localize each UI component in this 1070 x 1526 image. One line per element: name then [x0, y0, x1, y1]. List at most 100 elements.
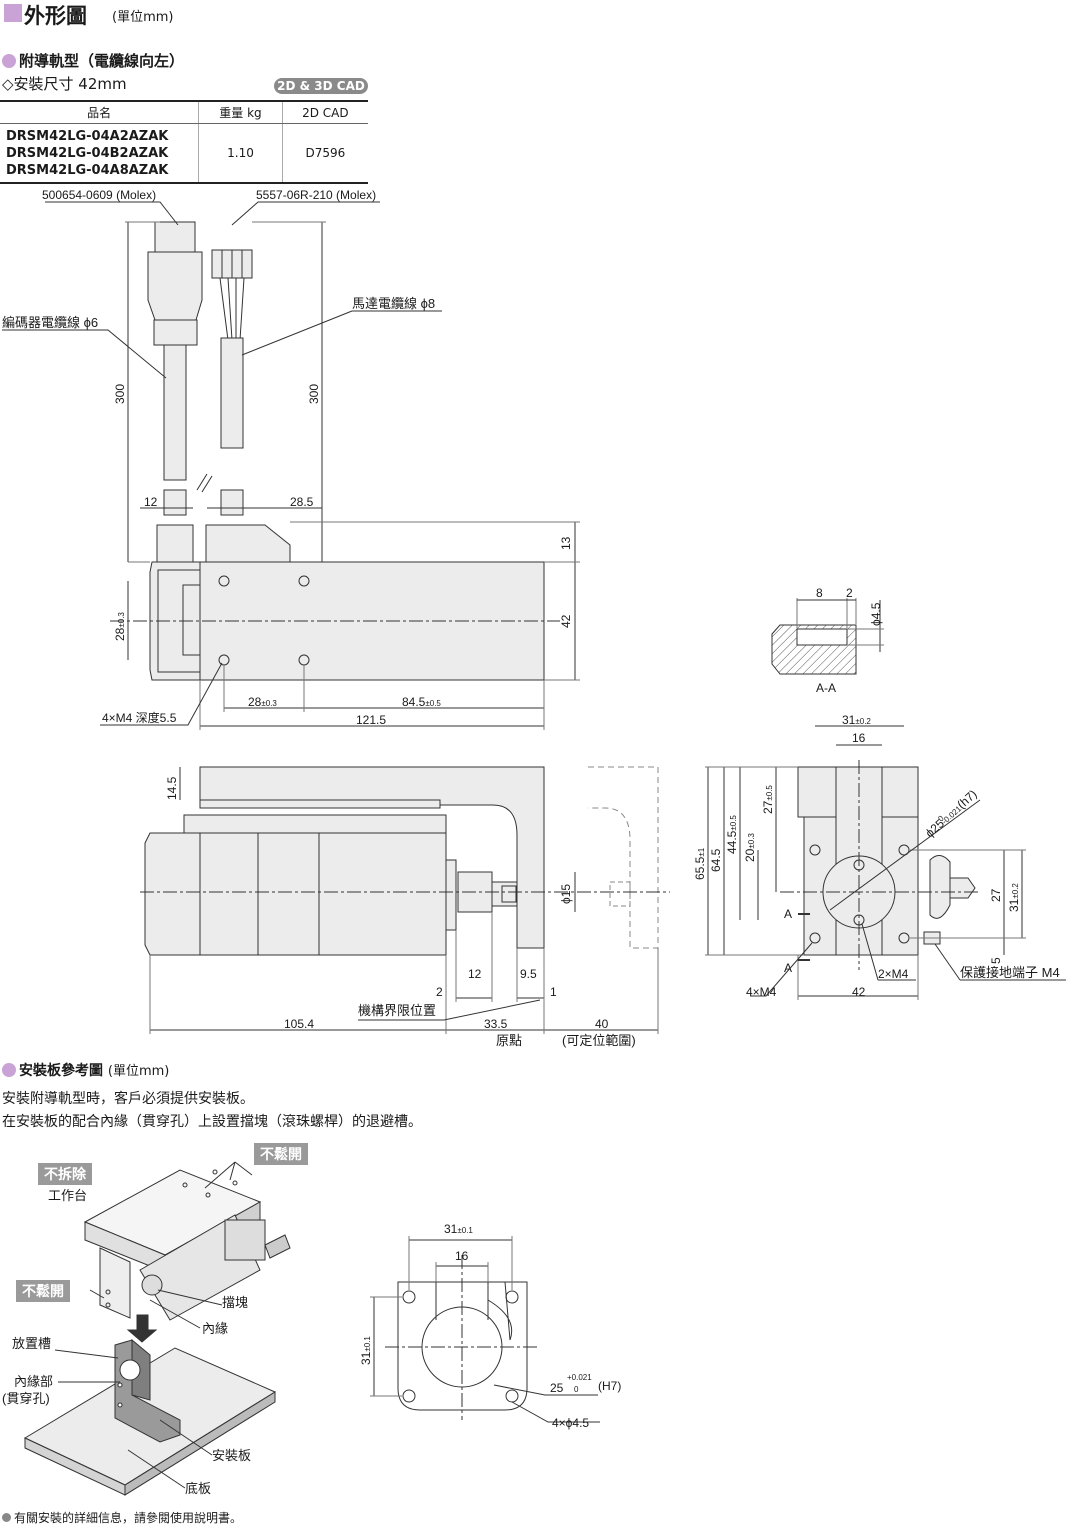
- dim-12: 12: [144, 495, 158, 509]
- mech-limit-label: 機構界限位置: [358, 1003, 436, 1018]
- inner-edge-label: 內緣: [202, 1321, 228, 1336]
- connector-right-label: 5557-06R-210 (Molex): [256, 188, 376, 202]
- front-view: [705, 725, 1066, 1000]
- front-dim-phi25-upper-tol: 0: [936, 813, 946, 823]
- aa-dim-phi: ϕ4.5: [869, 602, 883, 626]
- table-header-row: 品名 重量 kg 2D CAD: [0, 100, 368, 124]
- dim-28-5: 28.5: [290, 495, 314, 509]
- mount-size: ◇安裝尺寸 42mm: [2, 75, 127, 93]
- front-4xm4: 4×M4: [746, 985, 777, 999]
- plate-dim-25-upper-tol: +0.021: [567, 1373, 592, 1382]
- side-dim-phi15: ϕ15: [559, 884, 573, 904]
- model-name: DRSM42LG-04A2AZAK: [6, 128, 169, 144]
- connector-left: [154, 221, 196, 253]
- encoder-cable: [163, 344, 187, 481]
- page-unit: (單位mm): [112, 10, 174, 25]
- model-cell: DRSM42LG-04A2AZAK DRSM42LG-04B2AZAK DRSM…: [0, 123, 200, 184]
- side-dim-9-5: 9.5: [520, 967, 537, 981]
- dim-28-bottom: 28±0.3: [248, 695, 277, 709]
- dim-121-5: 121.5: [356, 713, 386, 727]
- side-dim-2: 2: [436, 985, 443, 999]
- plate-section-title-text: 安裝板參考圖: [19, 1063, 103, 1079]
- worktable-label: 工作台: [48, 1188, 87, 1203]
- aa-dim-8: 8: [816, 586, 823, 600]
- plate-section-title: 安裝板參考圖 (單位mm): [2, 1060, 169, 1080]
- dim-28-left: 28±0.3: [113, 612, 127, 641]
- plate-dim-31: 31±0.1: [444, 1222, 473, 1236]
- base-label: 底板: [185, 1481, 211, 1496]
- model-name: DRSM42LG-04A8AZAK: [6, 162, 169, 178]
- bullet-dot-icon: [2, 54, 16, 68]
- col-header-model: 品名: [0, 100, 200, 124]
- section-title: 附導軌型（電纜線向左）: [2, 50, 184, 71]
- front-dim-20: 20±0.3: [743, 833, 757, 862]
- dim-84-5: 84.5±0.5: [402, 695, 441, 709]
- side-dim-40: 40: [595, 1017, 609, 1031]
- mount-illustration: [23, 1161, 291, 1496]
- slot-label: 放置槽: [12, 1336, 51, 1351]
- front-dim-65-5: 65.5±1: [693, 847, 707, 880]
- cad-cell[interactable]: D7596: [282, 123, 368, 184]
- tag-no-remove: 不拆除: [38, 1163, 92, 1185]
- plate-note-2: 在安裝板的配合內緣（貫穿孔）上設置擋塊（滾珠螺桿）的退避槽。: [2, 1114, 422, 1130]
- range-label: (可定位範圍): [562, 1033, 636, 1048]
- top-view: [2, 201, 580, 730]
- dim-13: 13: [559, 536, 573, 550]
- connector-left-housing: [147, 251, 203, 321]
- tag-no-loosen-left: 不鬆開: [16, 1280, 70, 1302]
- origin-label: 原點: [496, 1033, 522, 1048]
- plate-section-unit: (單位mm): [107, 1064, 170, 1079]
- footer-note: 有關安裝的詳細信息，請參閱使用說明書。: [2, 1509, 242, 1526]
- side-dim-1: 1: [550, 985, 557, 999]
- front-dim-31-right: 31±0.2: [1007, 883, 1021, 912]
- front-dim-31: 31±0.2: [842, 713, 871, 727]
- front-dim-44-5: 44.5±0.5: [725, 815, 739, 854]
- footer-note-text: 有關安裝的詳細信息，請參閱使用說明書。: [14, 1511, 243, 1525]
- front-dim-42: 42: [852, 985, 866, 999]
- connector-left-label: 500654-0609 (Molex): [42, 188, 156, 202]
- dim-cable-right: 300: [307, 384, 321, 404]
- tap-label: 4×M4 深度5.5: [102, 710, 177, 725]
- header-accent-square: [4, 4, 22, 22]
- aa-dim-2: 2: [846, 586, 853, 600]
- front-dim-64-5: 64.5: [709, 848, 723, 872]
- front-dim-5: 5: [989, 957, 1003, 964]
- mount-plate-drawing: [370, 1236, 600, 1423]
- plate-dim-h7: (H7): [598, 1379, 621, 1393]
- section-mark-a-top: A: [784, 907, 792, 921]
- page-title: 外形圖: [24, 4, 87, 28]
- stopper-label: 擋塊: [222, 1295, 248, 1310]
- through-hole-label: (貫穿孔): [2, 1391, 50, 1406]
- side-view: [140, 766, 670, 1034]
- dim-42: 42: [559, 614, 573, 628]
- motor-cable-label: 馬達電纜線 ϕ8: [352, 296, 435, 311]
- section-aa: [771, 598, 884, 675]
- inner-part-label: 內緣部: [14, 1374, 53, 1389]
- cad-badge[interactable]: 2D & 3D CAD: [274, 78, 368, 94]
- table-row: DRSM42LG-04A2AZAK DRSM42LG-04B2AZAK DRSM…: [0, 123, 368, 184]
- bullet-dot-icon: [2, 1063, 16, 1077]
- plate-dim-31-v: 31±0.1: [359, 1336, 373, 1365]
- footer-bullet-icon: [2, 1513, 11, 1522]
- front-dim-phi25: ϕ25-0.021(h7): [923, 787, 980, 840]
- col-header-cad: 2D CAD: [282, 100, 368, 124]
- side-dim-12: 12: [468, 967, 482, 981]
- side-dim-105-4: 105.4: [284, 1017, 314, 1031]
- side-dim-33-5: 33.5: [484, 1017, 508, 1031]
- ground-terminal-label: 保護接地端子 M4: [960, 965, 1060, 980]
- section-title-text: 附導軌型（電纜線向左）: [19, 52, 185, 70]
- plate-dim-16: 16: [455, 1249, 469, 1263]
- front-dim-27-right: 27: [989, 888, 1003, 902]
- motor-cable: [220, 337, 244, 449]
- front-dim-16: 16: [852, 731, 866, 745]
- plate-label: 安裝板: [212, 1448, 251, 1463]
- front-2xm4: 2×M4: [878, 967, 909, 981]
- motor-body-side: [199, 832, 447, 956]
- side-dim-14-5: 14.5: [165, 776, 179, 800]
- weight-cell: 1.10: [198, 123, 283, 184]
- model-name: DRSM42LG-04B2AZAK: [6, 145, 169, 161]
- plate-dim-25-lower-tol: 0: [574, 1385, 579, 1394]
- dim-cable-left: 300: [113, 384, 127, 404]
- encoder-cable-label: 編碼器電纜線 ϕ6: [2, 315, 98, 330]
